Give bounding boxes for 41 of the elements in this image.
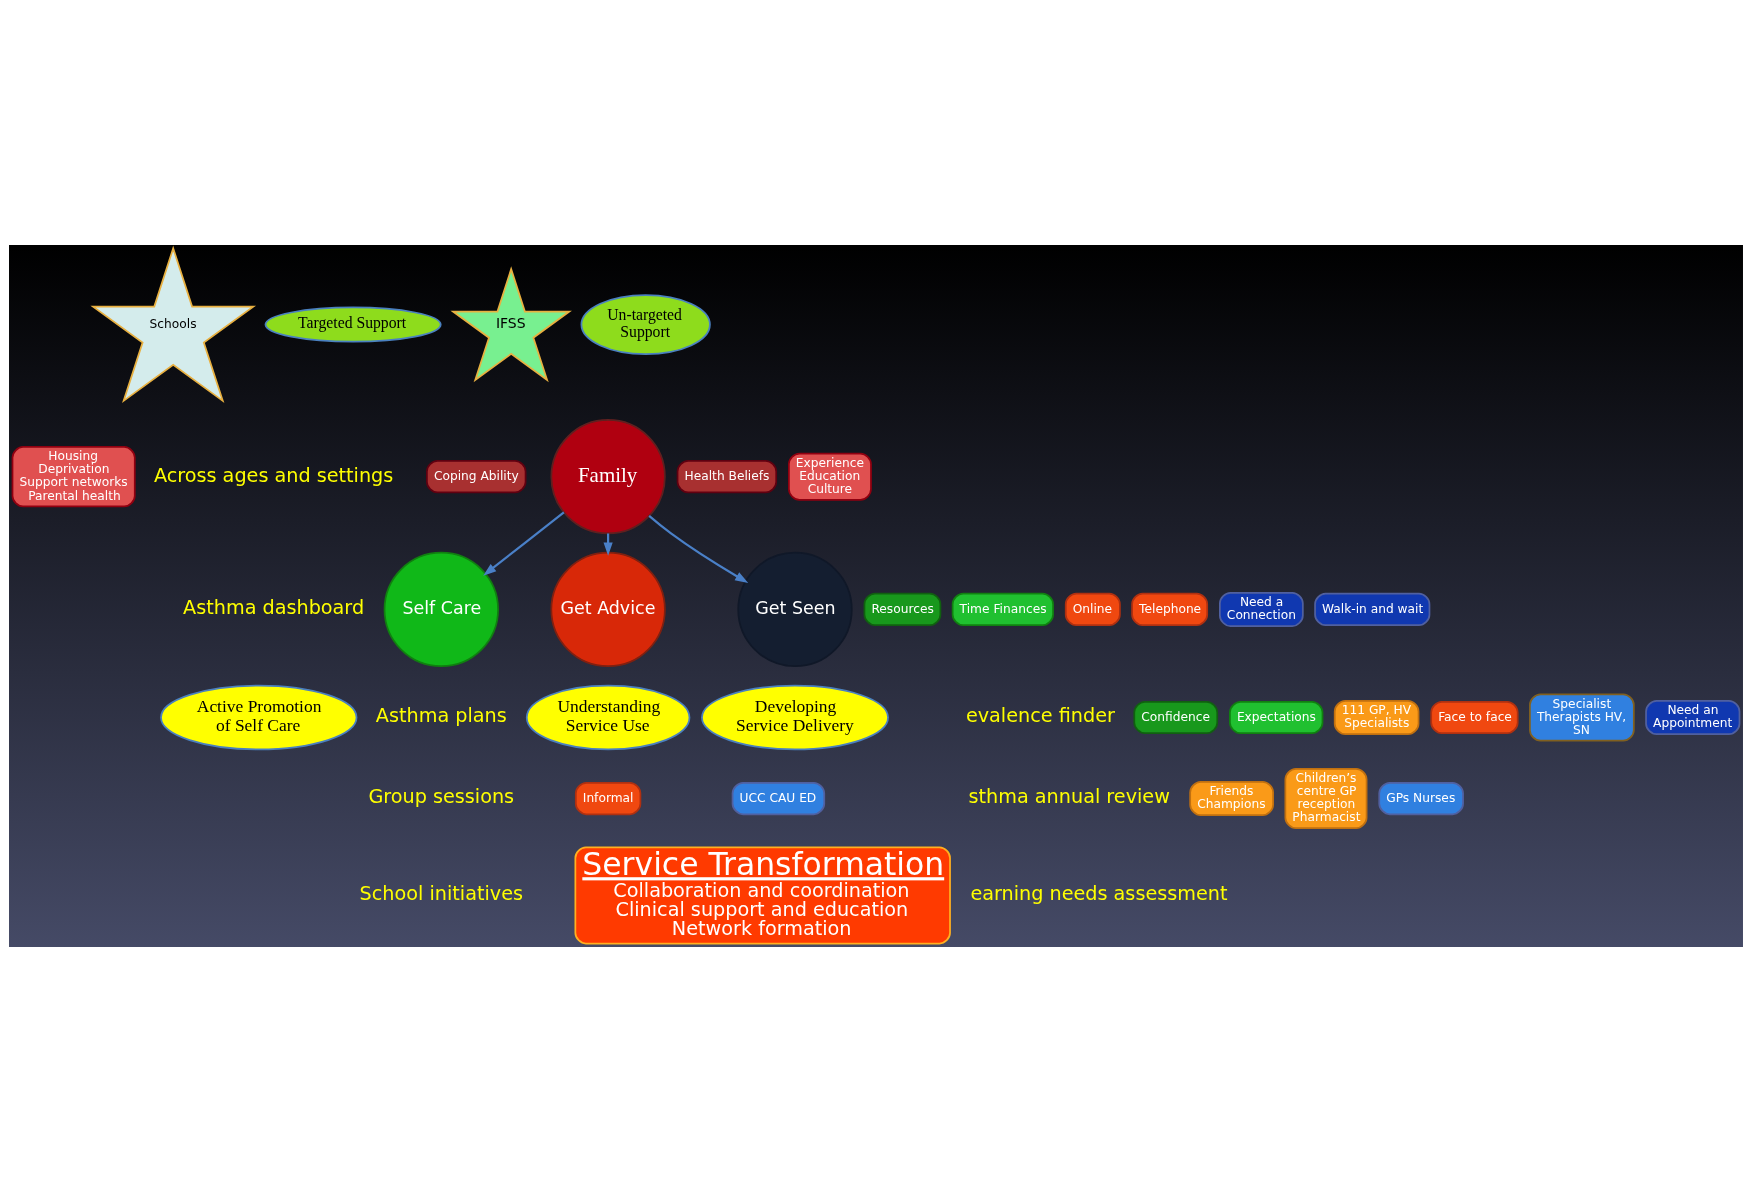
- node-box: Telephone: [1131, 592, 1209, 627]
- node-box: Friends Champions: [1189, 781, 1274, 816]
- label: earning needs assessment: [970, 882, 1228, 906]
- arrow: [648, 515, 749, 583]
- node-box: Service Transformation Collaboration and coordination Clinical support and education Network formation: [574, 846, 951, 945]
- node-ellipse: Understanding Service Use: [525, 684, 691, 751]
- node-box: Experience Education Culture: [788, 452, 872, 501]
- node-ellipse: Active Promotion of Self Care: [160, 684, 358, 751]
- node-box: Need an Appointment: [1645, 700, 1741, 735]
- node-box: Specialist Therapists HV, SN: [1529, 693, 1635, 742]
- node-box: Children’s centre GP reception Pharmacist: [1284, 767, 1368, 830]
- node-box: UCC CAU ED: [731, 781, 826, 816]
- node-circle: Get Seen: [737, 551, 853, 668]
- node-box: Coping Ability: [426, 460, 527, 494]
- label: evalence finder: [965, 704, 1115, 728]
- node-box: Face to face: [1430, 700, 1519, 735]
- node-box: Time Finances: [951, 592, 1054, 627]
- node-box: Resources: [863, 592, 942, 627]
- label: Group sessions: [368, 785, 515, 809]
- node-box: Informal: [574, 781, 642, 816]
- arrow: [483, 511, 565, 576]
- label: School initiatives: [359, 882, 523, 906]
- node-circle: Family: [550, 419, 666, 535]
- node-box: Health Beliefs: [676, 460, 778, 494]
- node-box: Confidence: [1133, 700, 1219, 735]
- node-box: Housing Deprivation Support networks Parental health: [11, 446, 136, 508]
- node-box: Walk-in and wait: [1314, 592, 1431, 627]
- label: Asthma plans: [375, 704, 507, 728]
- node-box: 111 GP, HV Specialists: [1333, 700, 1420, 735]
- arrow: [603, 533, 613, 556]
- node-box: Expectations: [1229, 700, 1324, 735]
- label: Across ages and settings: [153, 463, 394, 487]
- node-ellipse: Developing Service Delivery: [701, 684, 889, 751]
- node-box: Need a Connection: [1219, 591, 1304, 627]
- node-circle: Get Advice: [550, 551, 666, 668]
- label: sthma annual review: [968, 785, 1170, 809]
- label: Asthma dashboard: [183, 596, 365, 620]
- node-ellipse: Un-targeted Support: [580, 294, 711, 356]
- node-box: GPs Nurses: [1378, 781, 1464, 816]
- node-box: Online: [1064, 592, 1121, 627]
- node-ellipse: Targeted Support: [264, 306, 442, 343]
